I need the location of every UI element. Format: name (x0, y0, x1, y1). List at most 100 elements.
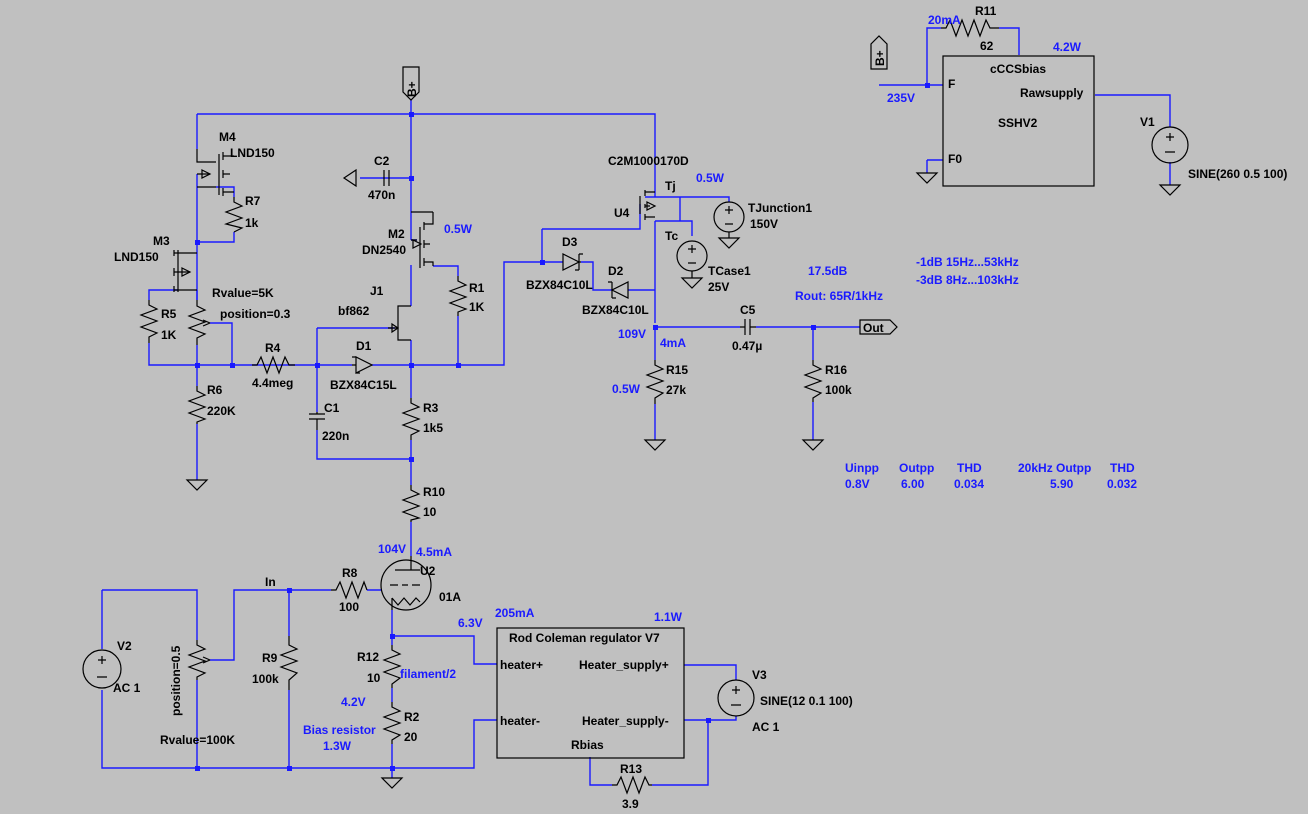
svg-text:V2: V2 (117, 639, 132, 653)
svg-text:R7: R7 (245, 194, 261, 208)
voltage-source-tcase[interactable]: TCase1 25V (676, 240, 751, 294)
svg-text:B+: B+ (405, 81, 419, 97)
resistor-r8[interactable]: R8 100 (331, 566, 368, 614)
svg-text:R3: R3 (423, 401, 439, 415)
out-port[interactable]: Out (859, 319, 898, 335)
svg-text:SINE(260 0.5 100): SINE(260 0.5 100) (1188, 167, 1287, 181)
svg-text:R12: R12 (357, 650, 379, 664)
svg-text:D1: D1 (356, 339, 372, 353)
voltage-source-tjunction[interactable]: TJunction1 150V (713, 201, 812, 249)
table-value-20k-outpp: 5.90 (1050, 477, 1074, 491)
svg-text:U4: U4 (614, 206, 630, 220)
bias-power: 1.3W (323, 739, 352, 753)
voltage-source-v3[interactable]: V3 SINE(12 0.1 100) AC 1 (717, 668, 853, 734)
svg-text:01A: 01A (439, 590, 461, 604)
zener-d1[interactable]: D1 BZX84C15L (330, 339, 397, 392)
power-m2: 0.5W (444, 222, 473, 236)
resistor-r10[interactable]: R10 10 (401, 485, 445, 522)
zener-d3[interactable]: D3 BZX84C10L (526, 235, 593, 292)
svg-text:D2: D2 (608, 264, 624, 278)
bandwidth-1db: -1dB 15Hz...53kHz (916, 255, 1019, 269)
svg-text:220n: 220n (322, 429, 349, 443)
svg-text:LND150: LND150 (114, 250, 159, 264)
mosfet-m4[interactable]: M4 LND150 (196, 130, 275, 196)
svg-text:position=0.3: position=0.3 (220, 307, 291, 321)
svg-text:100k: 100k (825, 383, 852, 397)
table-header-thd-20k: THD (1110, 461, 1135, 475)
resistor-r16[interactable]: R16 100k (803, 360, 852, 402)
resistor-r6[interactable]: R6 220K (187, 383, 236, 424)
zener-d2[interactable]: D2 BZX84C10L (582, 264, 649, 317)
gain-label: 17.5dB (808, 264, 848, 278)
ground-symbol (801, 439, 825, 451)
table-value-thd: 0.034 (954, 477, 984, 491)
capacitor-c2[interactable]: C2 470n (342, 154, 395, 202)
resistor-r2[interactable]: R2 20 (382, 702, 420, 744)
svg-text:V1: V1 (1140, 115, 1155, 129)
table-header-outpp: Outpp (899, 461, 934, 475)
svg-text:AC 1: AC 1 (752, 720, 780, 734)
svg-text:BZX84C15L: BZX84C15L (330, 378, 397, 392)
svg-text:M2: M2 (388, 227, 405, 241)
svg-text:B+: B+ (873, 50, 887, 66)
mosfet-m2[interactable]: M2 DN2540 (362, 211, 434, 268)
resistor-r11[interactable]: R11 62 (941, 4, 999, 53)
anode-voltage: 104V (378, 542, 406, 556)
svg-text:R10: R10 (423, 485, 445, 499)
svg-text:BZX84C10L: BZX84C10L (582, 303, 649, 317)
jfet-j1[interactable]: J1 bf862 (338, 284, 411, 341)
regulator-block[interactable]: Rod Coleman regulator V7 heater+ Heater_… (496, 627, 685, 759)
svg-text:R6: R6 (207, 383, 223, 397)
wires (101, 27, 1171, 786)
svg-text:Out: Out (863, 321, 884, 335)
vacuum-tube-u2[interactable]: U2 01A (380, 556, 461, 611)
table-header-20k-outpp: 20kHz Outpp (1018, 461, 1091, 475)
power-ccs: 4.2W (1053, 40, 1082, 54)
svg-text:150V: 150V (750, 217, 778, 231)
capacitor-c1[interactable]: C1 220n (309, 401, 349, 443)
svg-text:DN2540: DN2540 (362, 243, 406, 257)
svg-text:cCCSbias: cCCSbias (990, 62, 1046, 76)
bplus-flag-main: B+ (402, 66, 420, 101)
ground-symbol (915, 172, 939, 184)
svg-text:SINE(12 0.1 100): SINE(12 0.1 100) (760, 694, 853, 708)
resistor-r9[interactable]: R9 100k (252, 636, 299, 690)
mosfet-u4[interactable]: C2M1000170D U4 Tj Tc (608, 154, 689, 243)
resistor-r7[interactable]: R7 1k (223, 194, 261, 233)
svg-text:C5: C5 (740, 303, 756, 317)
voltage-source-v2[interactable]: V2 AC 1 (82, 639, 141, 695)
power-u4: 0.5W (696, 171, 725, 185)
resistor-r5[interactable]: R5 1K (139, 300, 177, 343)
voltage-source-v1[interactable]: V1 SINE(260 0.5 100) (1140, 115, 1287, 196)
resistor-r3[interactable]: R3 1k5 (401, 398, 443, 440)
svg-text:Tj: Tj (665, 179, 676, 193)
svg-text:10: 10 (423, 505, 437, 519)
power-regulator: 1.1W (654, 610, 683, 624)
svg-text:62: 62 (980, 39, 994, 53)
capacitor-c5[interactable]: C5 0.47µ (732, 303, 762, 353)
svg-text:1K: 1K (469, 300, 485, 314)
bandwidth-3db: -3dB 8Hz...103kHz (916, 273, 1019, 287)
svg-text:C2: C2 (374, 154, 390, 168)
potentiometer-bias[interactable]: Rvalue=5K position=0.3 (187, 286, 291, 345)
svg-text:Rvalue=100K: Rvalue=100K (160, 733, 235, 747)
annotations: 0.5W 0.5W 109V 4mA 0.5W 17.5dB Rout: 65R… (303, 13, 1137, 753)
mosfet-m3[interactable]: M3 LND150 (114, 234, 197, 292)
svg-text:F0: F0 (948, 152, 962, 166)
potentiometer-input[interactable]: position=0.5 Rvalue=100K (160, 640, 235, 747)
table-header-thd: THD (957, 461, 982, 475)
svg-text:C1: C1 (324, 401, 340, 415)
svg-text:Rawsupply: Rawsupply (1020, 86, 1084, 100)
resistor-r15[interactable]: R15 27k (645, 360, 688, 404)
resistor-r4[interactable]: R4 4.4meg (252, 341, 295, 390)
resistor-r1[interactable]: R1 1K (448, 276, 485, 316)
svg-text:F: F (948, 77, 955, 91)
svg-text:D3: D3 (562, 235, 578, 249)
svg-text:R2: R2 (404, 710, 420, 724)
svg-text:Tc: Tc (665, 229, 678, 243)
ccs-block[interactable]: cCCSbias F Rawsupply SSHV2 F0 (942, 55, 1095, 187)
resistor-r12[interactable]: R12 10 (357, 645, 402, 688)
resistor-r13[interactable]: R13 3.9 (612, 762, 652, 811)
svg-text:1k: 1k (245, 216, 259, 230)
